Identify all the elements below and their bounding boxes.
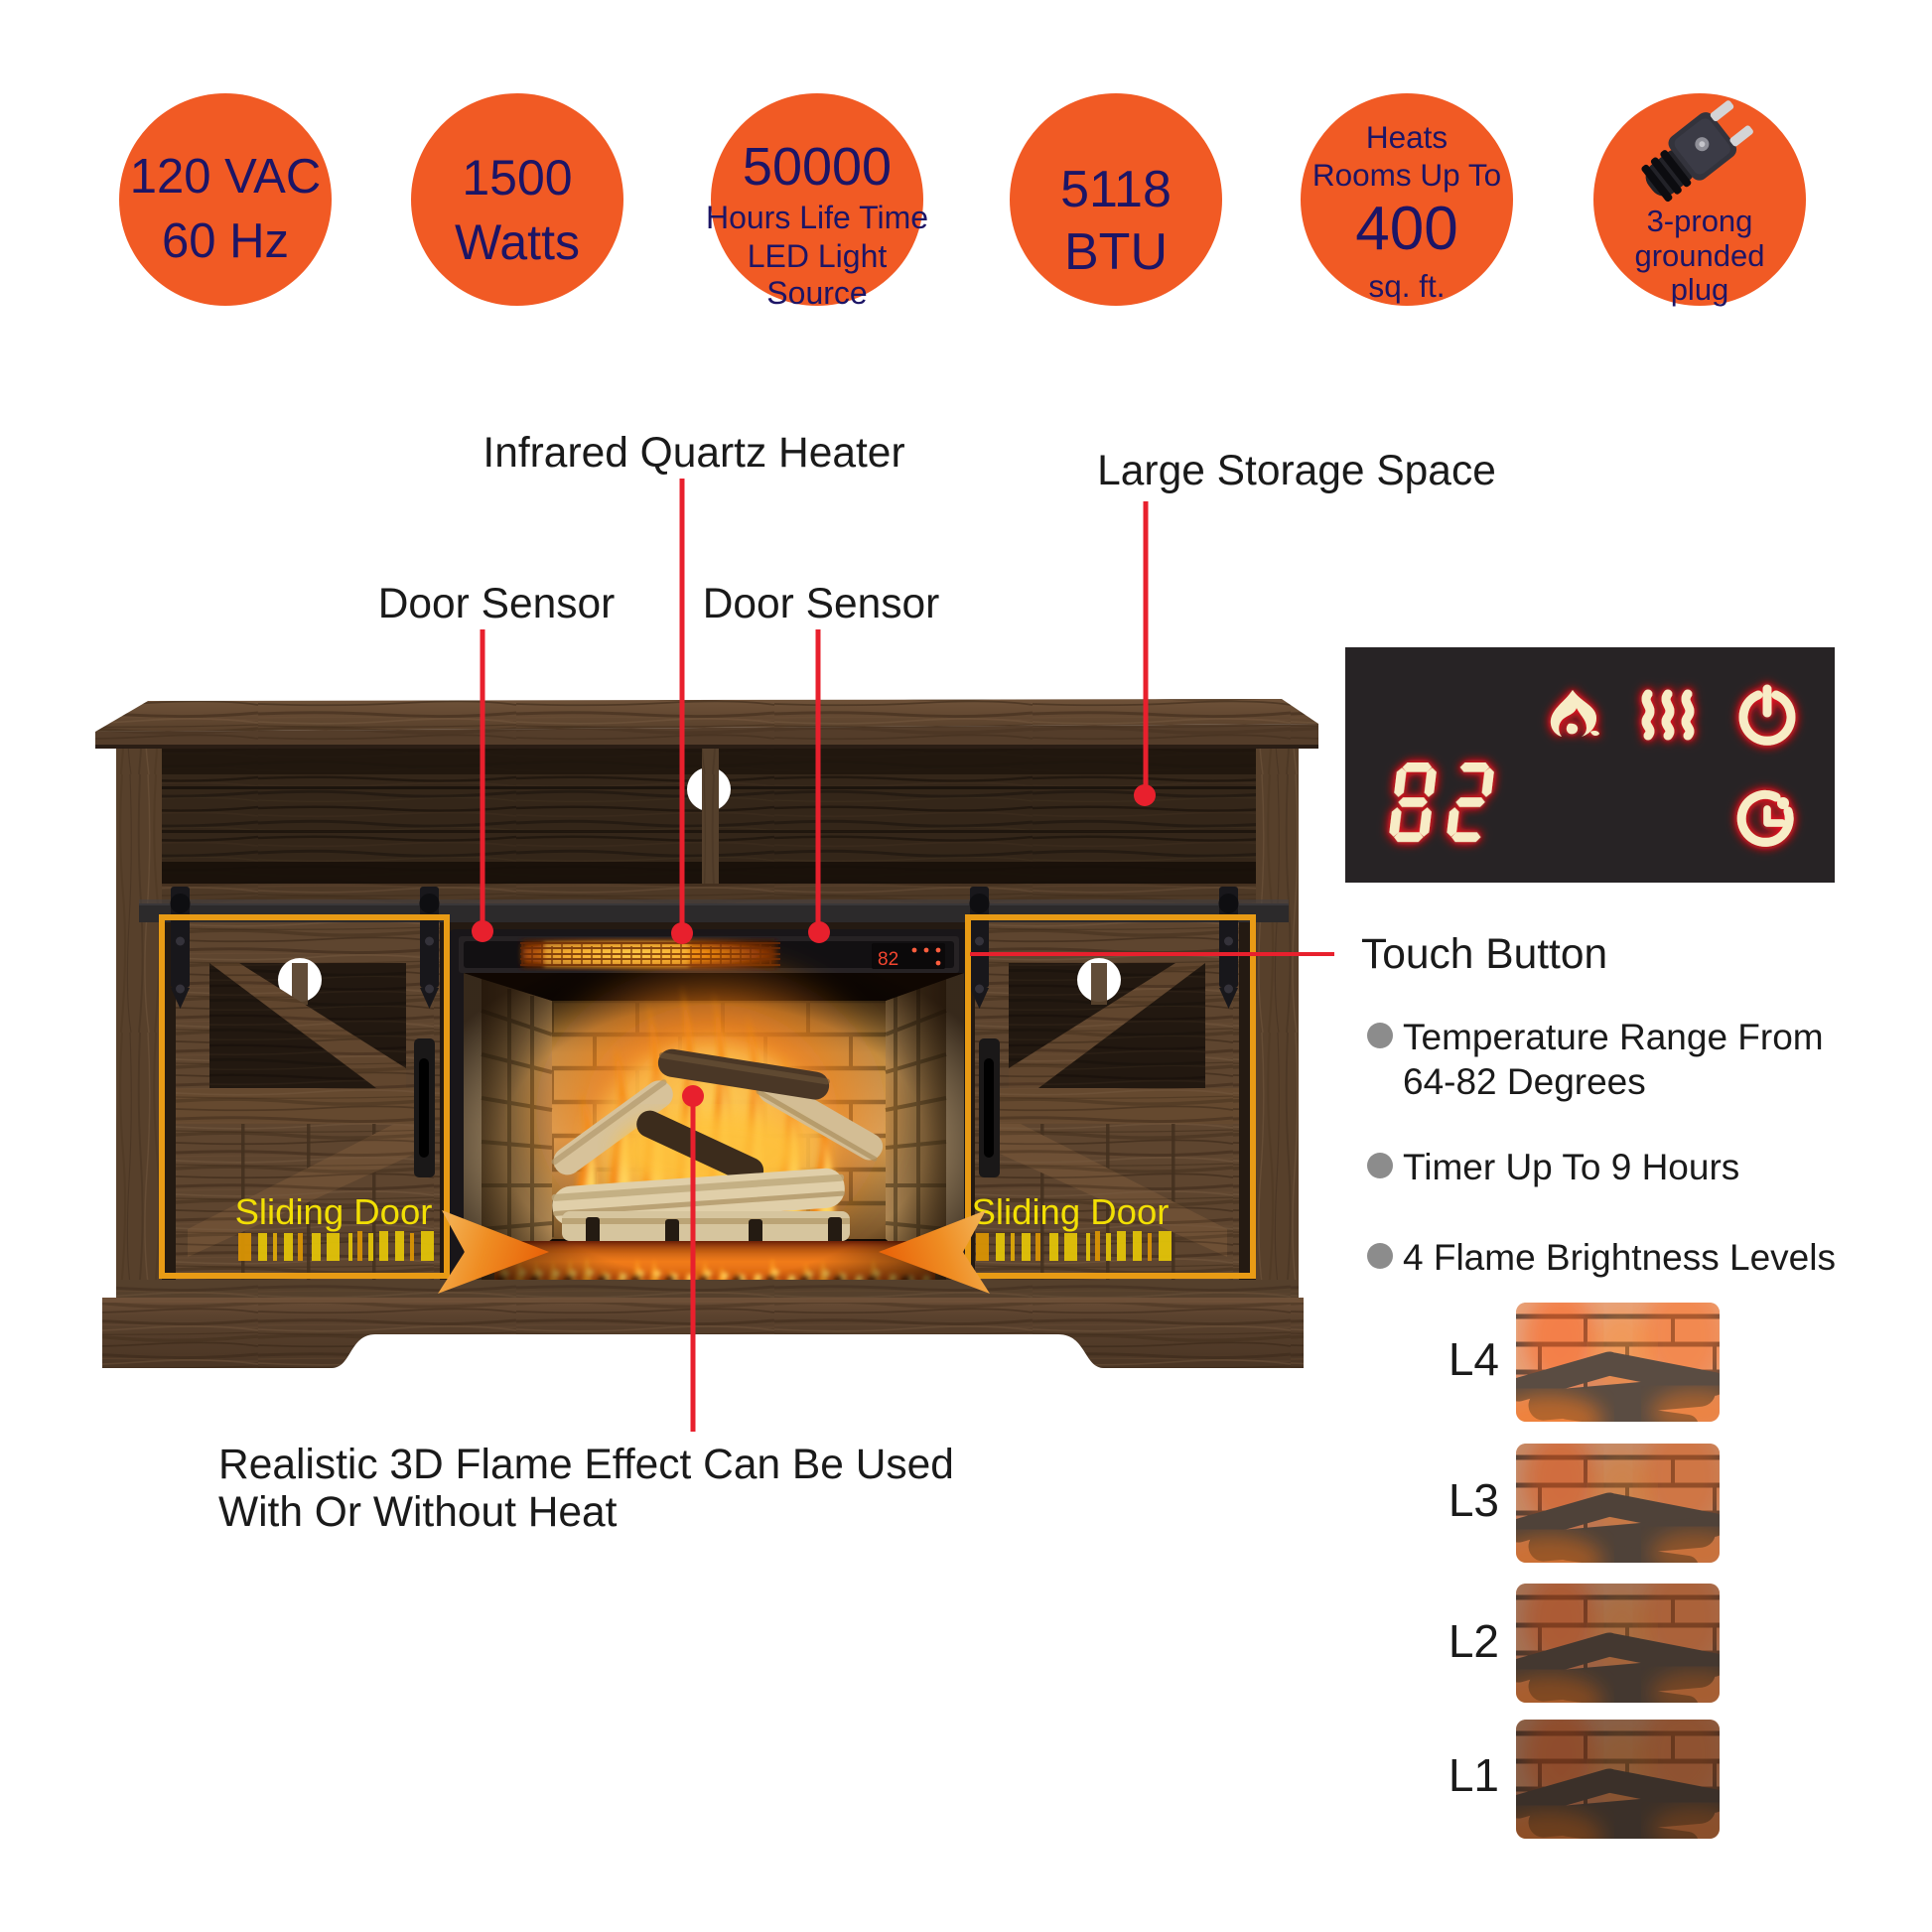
svg-text:With Or Without Heat: With Or Without Heat (218, 1489, 618, 1536)
svg-text:Source: Source (766, 275, 867, 311)
svg-text:Touch Button: Touch Button (1361, 931, 1607, 978)
svg-text:plug: plug (1671, 272, 1729, 307)
svg-text:Infrared Quartz Heater: Infrared Quartz Heater (483, 430, 904, 477)
svg-text:Large Storage Space: Large Storage Space (1097, 448, 1496, 494)
svg-text:400: 400 (1355, 195, 1457, 263)
svg-text:Door Sensor: Door Sensor (703, 581, 940, 627)
svg-text:BTU: BTU (1064, 223, 1168, 281)
svg-text:L1: L1 (1449, 1749, 1499, 1801)
svg-text:Timer Up To 9 Hours: Timer Up To 9 Hours (1403, 1147, 1739, 1187)
svg-text:Sliding Door: Sliding Door (972, 1191, 1170, 1232)
svg-text:82: 82 (878, 949, 898, 970)
svg-text:Watts: Watts (455, 214, 580, 270)
svg-text:Temperature Range From: Temperature Range From (1403, 1017, 1824, 1057)
svg-text:4 Flame Brightness Levels: 4 Flame Brightness Levels (1403, 1237, 1836, 1278)
svg-text:60 Hz: 60 Hz (162, 214, 289, 268)
svg-text:50000: 50000 (743, 137, 892, 197)
svg-text:L2: L2 (1449, 1615, 1499, 1667)
svg-text:Hours Life Time: Hours Life Time (706, 200, 928, 235)
svg-text:L4: L4 (1449, 1333, 1499, 1385)
svg-text:Door Sensor: Door Sensor (378, 581, 616, 627)
svg-text:Sliding Door: Sliding Door (235, 1191, 433, 1232)
svg-text:5118: 5118 (1060, 161, 1172, 218)
svg-text:3-prong: 3-prong (1647, 204, 1753, 238)
svg-text:Realistic 3D Flame Effect Can: Realistic 3D Flame Effect Can Be Used (218, 1442, 954, 1488)
svg-text:LED Light: LED Light (748, 238, 888, 274)
svg-text:Heats: Heats (1366, 119, 1448, 155)
svg-text:64-82 Degrees: 64-82 Degrees (1403, 1061, 1646, 1102)
svg-text:sq. ft.: sq. ft. (1368, 268, 1445, 304)
svg-text:120 VAC: 120 VAC (130, 150, 321, 204)
svg-text:grounded: grounded (1634, 238, 1764, 273)
svg-text:Rooms Up To: Rooms Up To (1312, 157, 1501, 193)
svg-text:L3: L3 (1449, 1474, 1499, 1526)
svg-text:1500: 1500 (462, 150, 572, 206)
